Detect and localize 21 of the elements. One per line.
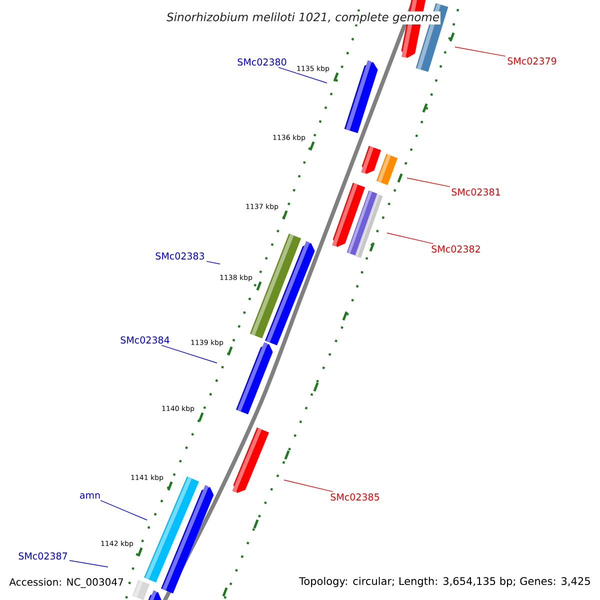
- leader-line: [386, 232, 434, 244]
- gene-label: SMc02379: [508, 57, 556, 65]
- gene-label: SMc02380: [238, 58, 286, 66]
- genome-info-text: Topology: circular; Length: 3,654,135 bp; Genes: 3,425: [298, 576, 592, 588]
- leader-line: [284, 480, 334, 492]
- leader-line: [206, 260, 220, 264]
- gene-label: SMc02387: [18, 552, 68, 560]
- gene-label: SMc02382: [432, 245, 480, 253]
- leader-line: [406, 178, 450, 188]
- title: Sinorhizobium meliloti 1021, complete genome: [166, 11, 440, 25]
- gene-label: SMc02381: [452, 188, 500, 196]
- leader-line: [278, 66, 328, 84]
- gene-label: SMc02385: [330, 493, 380, 501]
- gene-label: amn: [80, 493, 100, 499]
- gene-label: SMc02384: [120, 336, 170, 344]
- leader-line: [69, 560, 108, 568]
- accession-text: Accession: NC_003047: [8, 577, 125, 589]
- leader-line: [161, 344, 218, 364]
- leader-line: [454, 46, 506, 57]
- gene-label: SMc02383: [156, 252, 204, 260]
- leader-line: [100, 500, 148, 520]
